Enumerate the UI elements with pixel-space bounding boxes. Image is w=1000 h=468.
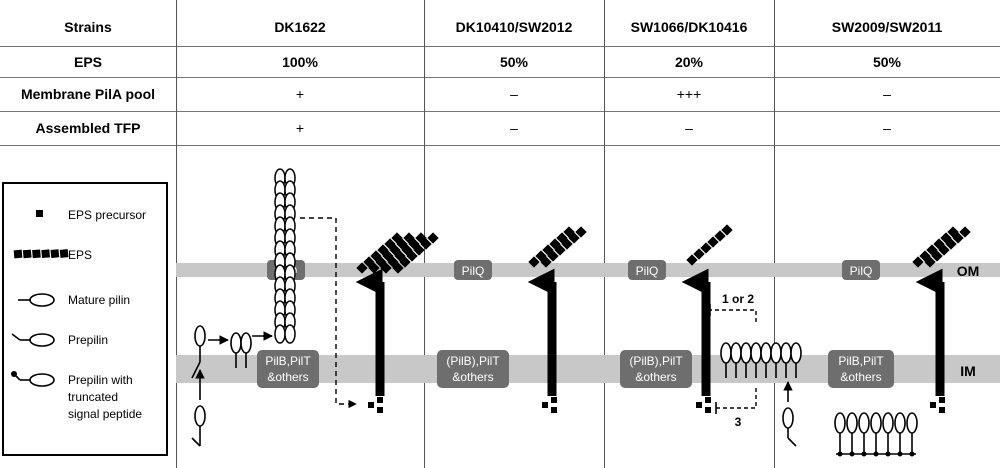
im-box-3: (PilB),PilT &others	[620, 350, 692, 388]
eps-precursor-col4	[930, 397, 945, 413]
svg-text:&others: &others	[635, 370, 676, 384]
svg-text:&others: &others	[840, 370, 881, 384]
strain-2: DK10410/SW2012	[455, 19, 573, 35]
eps-col4	[912, 226, 971, 268]
annotation-1or2: 1 or 2	[722, 292, 754, 306]
legend-label-mature-pilin: Mature pilin	[68, 293, 130, 307]
eps-value-1: 100%	[282, 53, 318, 70]
tfp-value-3: –	[685, 120, 693, 136]
truncated-prepilin-pool-col4	[834, 412, 918, 458]
tfp-value-2: –	[510, 120, 518, 136]
pila-pool-row-label: Membrane PilA pool	[20, 86, 156, 102]
strain-3: SW1066/DK10416	[630, 19, 748, 35]
pila-pool-value-2: –	[510, 86, 518, 102]
tfp-row: Assembled TFP + – – –	[0, 111, 1000, 145]
svg-text:&others: &others	[267, 370, 308, 384]
pilin-col1-a	[191, 325, 229, 379]
prepilin-col3	[782, 381, 797, 447]
pilq-box-4: PilQ	[842, 260, 880, 280]
strains-header: Strains	[64, 19, 112, 35]
svg-text:PilB,PilT: PilB,PilT	[265, 354, 311, 368]
im-box-4: PilB,PilT &others	[828, 350, 894, 388]
svg-text:(PilB),PilT: (PilB),PilT	[629, 354, 683, 368]
annotation-3: 3	[735, 415, 742, 429]
eps-col3	[686, 224, 733, 266]
legend-prepilin-icon	[11, 333, 55, 347]
tfp-value-1: +	[295, 120, 305, 136]
legend-label-truncated-3: signal peptide	[68, 407, 142, 421]
type-iv-pilus-fiber	[274, 168, 296, 344]
eps-value-4: 50%	[872, 53, 902, 70]
eps-precursor-col3	[696, 397, 711, 413]
inhibition-3	[716, 388, 757, 409]
legend-mature-pilin-icon	[18, 293, 55, 307]
eps-precursor-col2	[542, 397, 557, 413]
legend: EPS precursor EPS Mature pilin Prepilin …	[2, 182, 168, 456]
svg-text:(PilB),PilT: (PilB),PilT	[446, 354, 500, 368]
legend-label-truncated-2: truncated	[68, 390, 118, 404]
svg-text:&others: &others	[452, 370, 493, 384]
prepilin-col1	[191, 369, 206, 447]
legend-label-truncated-1: Prepilin with	[68, 373, 133, 387]
legend-label-eps-precursor: EPS precursor	[68, 208, 146, 222]
eps-row-label: EPS	[73, 53, 102, 70]
legend-truncated-prepilin-icon	[11, 371, 55, 387]
tfp-value-4: –	[883, 120, 891, 136]
im-label: IM	[960, 363, 976, 379]
pilin-col1-b	[230, 331, 273, 369]
im-box-2: (PilB),PilT &others	[437, 350, 509, 388]
svg-text:PilQ: PilQ	[636, 264, 659, 278]
eps-row: EPS 100% 50% 20% 50%	[0, 46, 1000, 77]
legend-label-eps: EPS	[68, 248, 92, 262]
pilq-box-3: PilQ	[628, 260, 666, 280]
pila-pool-value-3: +++	[676, 86, 702, 102]
eps-value-2: 50%	[499, 53, 529, 70]
strain-4: SW2009/SW2011	[831, 19, 943, 35]
eps-value-3: 20%	[674, 53, 704, 70]
pila-pool-value-4: –	[883, 86, 891, 102]
header-row: Strains DK1622 DK10410/SW2012 SW1066/DK1…	[0, 8, 1000, 46]
svg-text:PilQ: PilQ	[462, 264, 485, 278]
eps-col2	[528, 226, 587, 268]
strain-1: DK1622	[274, 19, 326, 35]
pila-pool-row: Membrane PilA pool + – +++ –	[0, 77, 1000, 111]
tfp-row-label: Assembled TFP	[35, 120, 141, 136]
legend-label-prepilin: Prepilin	[68, 333, 108, 347]
eps-precursor-col1	[368, 397, 383, 413]
pila-pool-value-1: +	[295, 86, 305, 102]
im-box-1: PilB,PilT &others	[257, 350, 319, 388]
inhibition-1or2	[710, 309, 757, 322]
legend-eps-precursor-icon	[36, 210, 43, 217]
svg-text:PilQ: PilQ	[850, 264, 873, 278]
pilq-box-2: PilQ	[454, 260, 492, 280]
svg-text:PilB,PilT: PilB,PilT	[838, 354, 884, 368]
dashed-transport-arrow	[300, 217, 357, 409]
om-label: OM	[957, 263, 980, 279]
